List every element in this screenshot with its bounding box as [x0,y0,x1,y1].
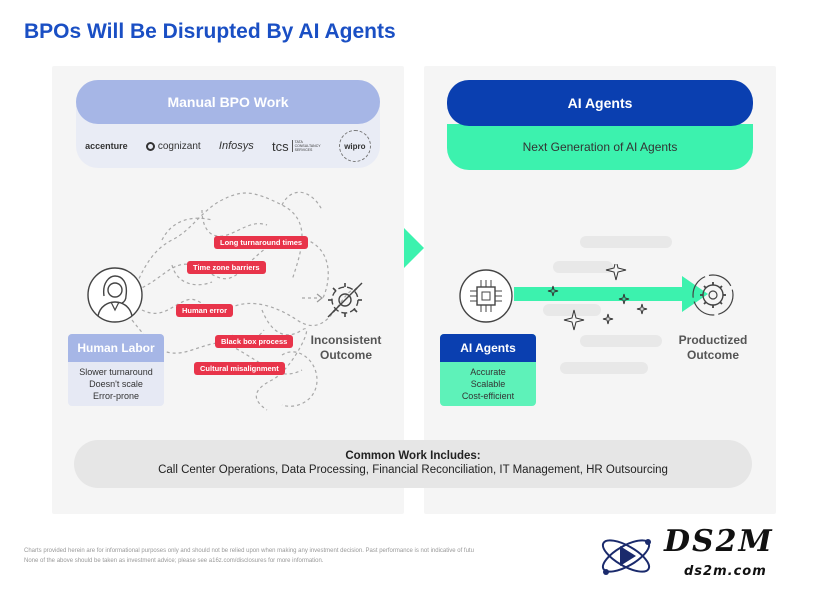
human-labor-title: Human Labor [68,334,164,362]
problem-tag-time-zone: Time zone barriers [187,261,266,274]
gear-icon [692,274,734,316]
accenture-logo: accenture [85,141,128,151]
faded-tag [580,335,662,347]
productized-outcome-label: Productized Outcome [668,333,758,363]
manual-bpo-header: Manual BPO Work [76,80,380,124]
human-labor-card: Human Labor Slower turnaround Doesn't sc… [68,334,164,406]
ai-agents-traits: Accurate Scalable Cost-efficient [440,362,536,402]
page-title: BPOs Will Be Disrupted By AI Agents [24,20,396,43]
human-labor-trait: Slower turnaround [79,367,153,377]
tcs-subtext: TATA CONSULTANCY SERVICES [291,140,321,152]
cognizant-text: cognizant [157,140,201,152]
infosys-logo: Infosys [218,140,254,152]
ai-agents-trait: Cost-efficient [461,391,515,401]
ai-agents-trait: Scalable [470,379,506,389]
common-work-items: Call Center Operations, Data Processing,… [158,464,668,476]
person-icon [87,267,143,323]
disclaimer-line: None of the above should be taken as inv… [24,558,324,564]
brand-logo-icon [601,539,651,575]
ai-agents-trait: Accurate [470,367,506,377]
faded-tag [560,362,648,374]
ai-agents-card-title: AI Agents [440,334,536,362]
problem-tag-long-turnaround: Long turnaround times [214,236,309,249]
brand-url: ds2m.com [684,564,767,579]
common-work-banner: Common Work Includes: Call Center Operat… [74,440,752,488]
tcs-text: tcs [272,138,289,154]
problem-tag-human-error: Human error [176,304,234,317]
ai-agents-header: AI Agents [447,80,753,126]
wipro-logo: wipro [338,130,371,162]
faded-tag [553,261,613,273]
inconsistent-outcome-line2: Outcome [319,348,372,362]
problem-tag-cultural: Cultural misalignment [194,362,285,375]
cognizant-logo: cognizant [145,140,201,152]
productized-outcome-line2: Outcome [686,348,739,362]
brand-name: DS2M [664,524,774,559]
tcs-logo: tcs TATA CONSULTANCY SERVICES [272,139,321,154]
ai-agents-card: AI Agents Accurate Scalable Cost-efficie… [440,334,536,406]
chevron-right-icon [404,228,424,268]
productized-outcome-line1: Productized [678,333,748,347]
human-labor-trait: Error-prone [92,391,139,401]
inconsistent-outcome-label: Inconsistent Outcome [300,333,392,363]
chip-icon [459,269,513,323]
cognizant-icon [145,141,155,151]
common-work-title: Common Work Includes: [345,450,481,462]
human-labor-traits: Slower turnaround Doesn't scale Error-pr… [68,362,164,402]
disclaimer: Charts provided herein are for informati… [24,546,604,566]
problem-tag-black-box: Black box process [215,335,294,348]
broken-gear-icon [327,282,363,318]
faded-tag [580,236,672,248]
bpo-logos: accenture cognizant Infosys tcs TATA CON… [76,124,380,168]
faded-tag [543,304,601,316]
disclaimer-line: Charts provided herein are for informati… [24,548,474,554]
brand-watermark: DS2M ds2m.com [590,522,828,591]
ai-flow-arrow [514,264,708,331]
inconsistent-outcome-line1: Inconsistent [310,333,382,347]
ai-agents-subheader: Next Generation of AI Agents [447,124,753,170]
human-labor-trait: Doesn't scale [89,379,143,389]
